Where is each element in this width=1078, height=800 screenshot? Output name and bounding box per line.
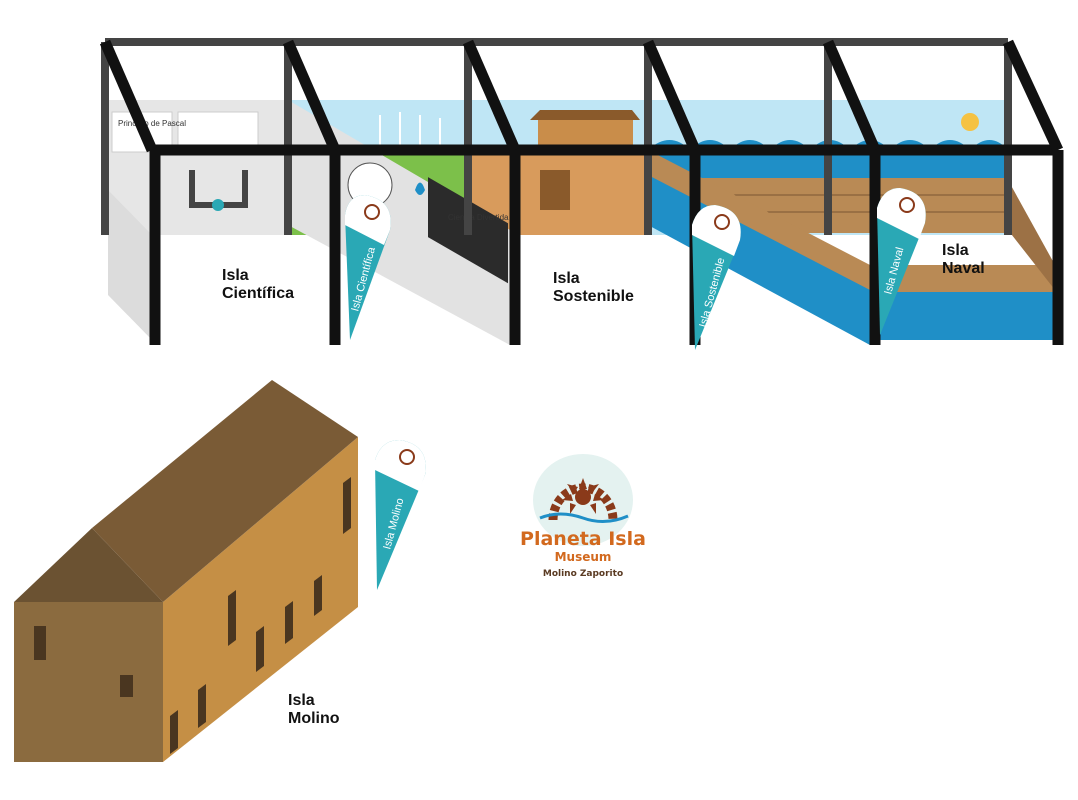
molino-building <box>14 380 358 762</box>
zone-label-sostenible-line2: Sostenible <box>553 288 634 305</box>
boat-diagonal-wall <box>648 150 1055 345</box>
zone-label-cientifica-line2: Científica <box>222 285 294 302</box>
flag-naval: Isla Naval <box>877 188 926 335</box>
flag-molino: Isla Molino <box>375 440 426 590</box>
zone-label-naval-line1: Isla <box>942 242 969 259</box>
zone-label-naval-line2: Naval <box>942 260 985 277</box>
front-frame <box>99 39 1064 345</box>
zone-label-sostenible-line1: Isla <box>553 270 580 287</box>
logo-subtitle: Museum <box>555 550 612 564</box>
logo-place: Molino Zaporito <box>543 569 623 579</box>
ciencia-panel-text: Ciencia Divertida <box>448 213 509 222</box>
zone-label-cientifica-line1: Isla <box>222 267 249 284</box>
zone-label-molino-line1: Isla <box>288 692 315 709</box>
back-wall-house <box>468 100 648 235</box>
pascal-panel-text: Principio de Pascal <box>118 119 186 128</box>
left-side-wall <box>108 190 152 340</box>
zone-label-molino-line2: Molino <box>288 710 340 727</box>
roof-frame <box>101 38 1012 235</box>
flag-sostenible: Isla Sostenible <box>692 205 741 350</box>
planeta-isla-logo: Planeta Isla Museum Molino Zaporito <box>520 454 646 579</box>
logo-title: Planeta Isla <box>520 528 646 550</box>
